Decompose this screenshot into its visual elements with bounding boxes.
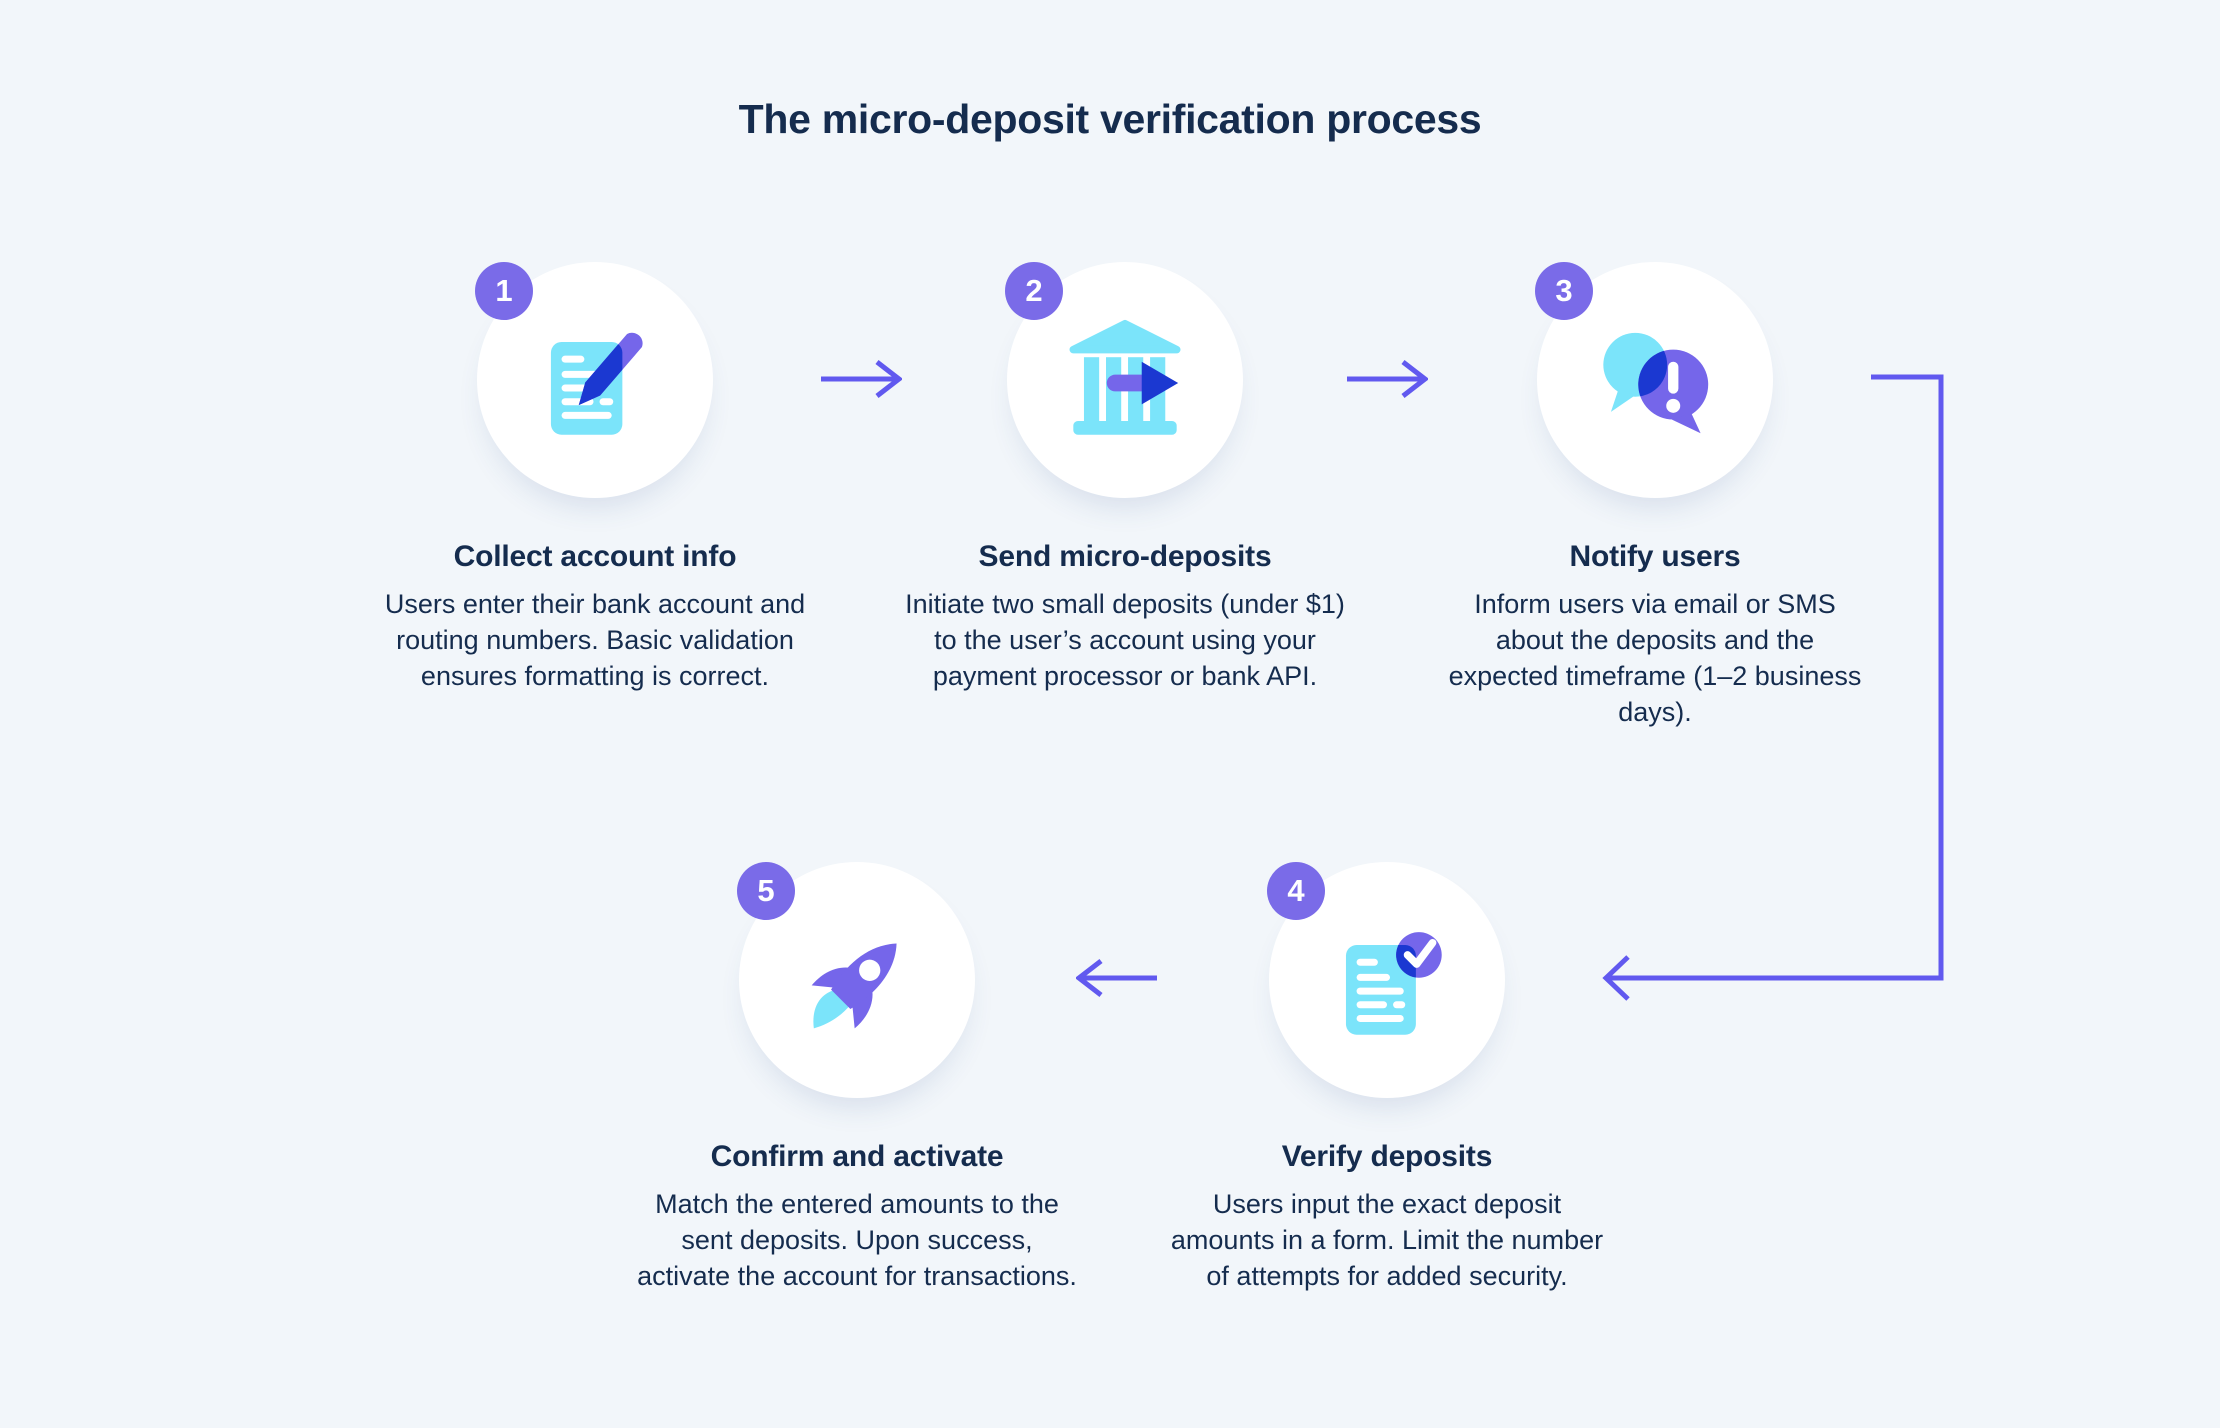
step-2-description: Initiate two small deposits (under $1) t… (905, 589, 1345, 691)
arrow-step1-to-step2-icon (821, 360, 902, 398)
diagram-title: The micro-deposit verification process (738, 96, 1482, 142)
step-1-title: Collect account info (453, 540, 737, 573)
step-1: 1 Collect account info Users enter their… (360, 262, 830, 694)
step-1-number-badge: 1 (475, 262, 533, 320)
step-1-description: Users enter their bank account and routi… (384, 589, 806, 691)
step-3: 3 Notify users Inform users via email or… (1420, 262, 1890, 730)
step-3-title: Notify users (1569, 540, 1741, 573)
step-5-description: Match the entered amounts to the sent de… (637, 1189, 1077, 1291)
step-4-number-badge: 4 (1267, 862, 1325, 920)
step-5: 5 Confirm and act (622, 862, 1092, 1294)
step-5-number-badge: 5 (737, 862, 795, 920)
step-2: 2 Send micro-deposits Initiate two small… (890, 262, 1360, 694)
step-3-description: Inform users via email or SMS about the … (1448, 589, 1862, 727)
arrow-step4-to-step5-icon (1076, 959, 1157, 997)
elbow-arrow-step3-to-step4-icon (1602, 374, 1944, 1001)
step-2-icon-circle: 2 (1005, 262, 1243, 498)
rocket-icon (811, 943, 897, 1029)
step-5-title: Confirm and activate (710, 1140, 1004, 1173)
document-check-icon (1345, 932, 1442, 1035)
step-5-number: 5 (757, 873, 775, 908)
step-3-number-badge: 3 (1535, 262, 1593, 320)
step-4: 4 Verify deposits Users input the exa (1152, 862, 1622, 1294)
step-4-description: Users input the exact deposit amounts in… (1170, 1189, 1604, 1291)
step-1-number: 1 (495, 273, 513, 308)
step-2-title: Send micro-deposits (978, 540, 1272, 573)
chat-alert-icon (1603, 332, 1709, 434)
arrow-step2-to-step3-icon (1347, 360, 1428, 398)
bank-transfer-icon (1069, 319, 1181, 435)
step-2-number-badge: 2 (1005, 262, 1063, 320)
document-pen-icon (550, 332, 643, 435)
step-3-icon-circle: 3 (1535, 262, 1773, 498)
step-1-icon-circle: 1 (475, 262, 713, 498)
step-4-title: Verify deposits (1281, 1140, 1493, 1173)
step-2-number: 2 (1025, 273, 1043, 308)
step-5-icon-circle: 5 (737, 862, 975, 1098)
step-3-number: 3 (1555, 273, 1573, 308)
step-4-icon-circle: 4 (1267, 862, 1505, 1098)
step-4-number: 4 (1287, 873, 1305, 908)
